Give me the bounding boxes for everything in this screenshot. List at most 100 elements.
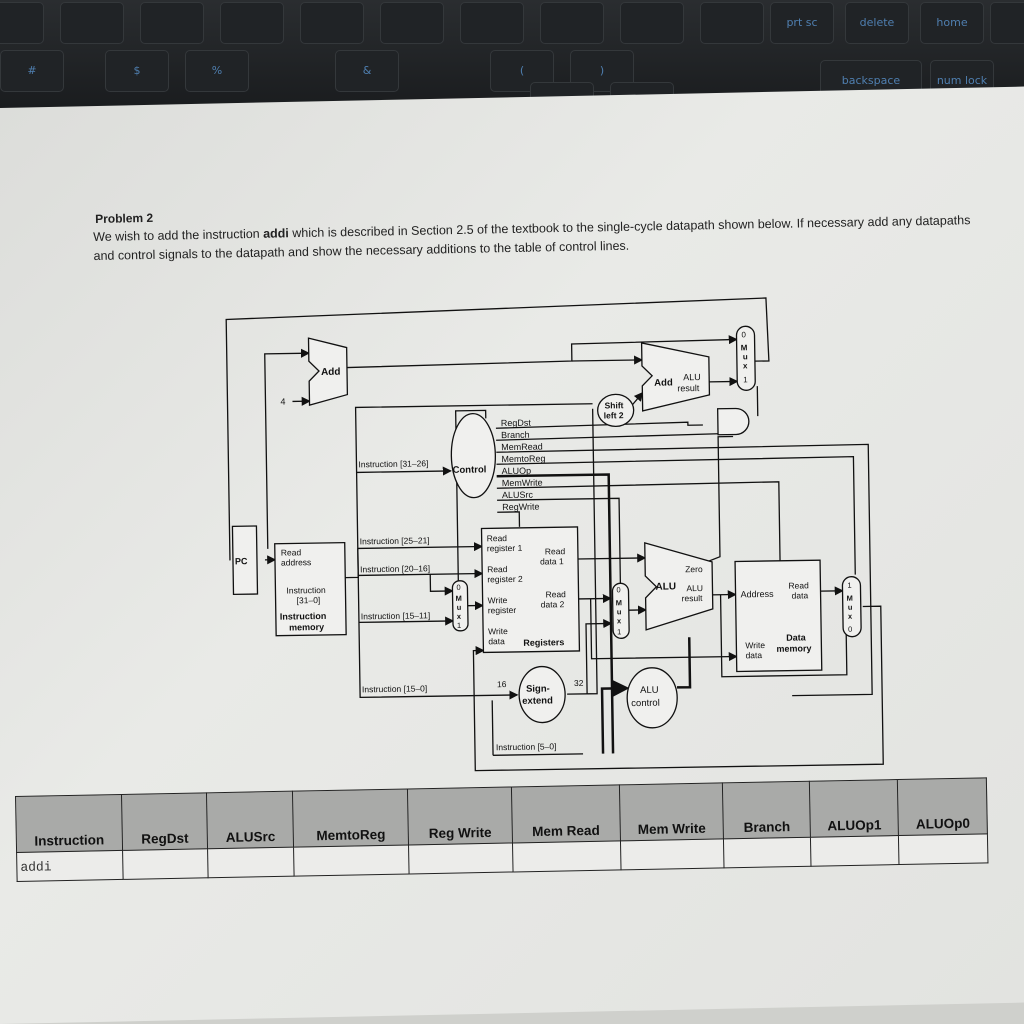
pc-mux-shape [735,325,756,391]
pc-register-label: PC [235,556,248,566]
pc-branch-wire [225,297,770,561]
dmem-read-label: Read [788,580,809,590]
dmem-write-data-label: data [745,650,762,660]
reg-read-data1-label-a: Read [545,546,566,556]
main-alu-shape [644,542,714,631]
reg-read-data1-label-b: data 1 [540,556,564,566]
funct-to-alucontrol-wire [493,753,584,756]
alusrc-mux-u-label: u [617,607,622,616]
regdst-mux-m-label: M [456,594,462,603]
memtoreg-mux-shape [841,576,862,638]
pcplus4-to-adder-wire [571,355,644,365]
reg-read-data2-label-a: Read [545,589,566,599]
cell-regdst[interactable] [122,848,209,880]
control-regwrite-line [497,511,521,527]
instr-15-0-label: Instruction [15–0] [362,683,427,694]
control-signal-regdst: RegDst [501,418,532,428]
registers-title: Registers [523,637,564,648]
control-alusrc-line [497,497,622,584]
cell-instruction: addi [16,850,124,882]
shift-left-label-2: left 2 [604,410,624,420]
cell-memtoreg[interactable] [293,844,410,877]
zero-to-and-wire [679,435,734,573]
header-aluop1: ALUOp1 [809,779,899,838]
regdst-mux-u-label: u [457,603,462,612]
control-signal-memwrite: MemWrite [502,478,543,489]
signext-to-shift-wire [567,408,598,695]
sign-extend-label-2: extend [522,695,553,706]
branch-adder-alu-label: ALU [683,372,701,382]
cell-alusrc[interactable] [207,847,295,878]
branch-and-gate [716,407,750,436]
imem-read-label: Read [281,547,302,557]
rt-to-mux-wire [429,574,454,596]
reg-read-reg1-label-a: Read [487,533,508,543]
memtoreg-mux-u-label: u [848,603,853,612]
imm-to-signext-wire [357,548,519,700]
control-regdst-line [495,421,703,429]
memtoreg-mux-1-label: 1 [847,581,851,590]
branch-adder-shape [640,342,711,412]
alusrc-mux-m-label: M [616,598,622,607]
memtoreg-mux-x-label: x [848,612,853,621]
alu-result-label-a: ALU [686,583,703,593]
keyboard-key-percent: % [185,50,249,92]
alusrc-mux-1-label: 1 [617,627,621,636]
keyboard-key [620,2,684,44]
cell-memread[interactable] [512,840,621,872]
control-regdst-to-mux [454,409,487,591]
shift-left-label-1: Shift [605,400,624,410]
keyboard-key-hash: # [0,50,64,92]
pc-register-shape [231,525,259,596]
cell-aluop0[interactable] [898,833,988,865]
pc-to-add-wire [264,348,311,549]
branch-adder-label: Add [654,377,673,388]
cell-regwrite[interactable] [408,842,513,874]
instr-5-0-label: Instruction [5–0] [496,741,557,752]
instruction-memory-shape [274,541,347,637]
regdst-mux-x-label: x [457,612,462,621]
reg-write-data-label-a: Write [488,626,508,636]
control-aluop-line [496,473,615,754]
keyboard-key [700,2,764,44]
cell-branch[interactable] [723,837,812,868]
header-regdst: RegDst [121,792,208,851]
add-to-mux-wire [346,335,738,369]
keyboard-key-prtsc: prt sc [770,2,834,44]
regdst-mux-shape [451,580,469,632]
imem-bits-label: [31–0] [297,595,321,605]
reg-read-data2-label-b: data 2 [541,599,565,609]
memtoreg-mux-0-label: 0 [848,625,852,634]
signext-to-mux-wire [585,619,613,694]
reg-read-reg1-label-b: register 1 [487,543,523,554]
keyboard-key [140,2,204,44]
header-aluop0: ALUOp0 [897,777,988,836]
header-regwrite: Reg Write [407,786,513,845]
dmem-address-label: Address [740,589,774,600]
control-memread-line [496,443,873,697]
keyboard-key-dollar: $ [105,50,169,92]
branch-adder-result-label: result [677,383,700,393]
sign-extend-label-1: Sign- [526,683,550,694]
pc-mux-m-label: M [741,343,748,352]
pc-mux-0-label: 0 [741,330,746,339]
data-memory-shape [734,559,823,673]
reg-read-reg2-label-b: register 2 [487,574,523,585]
keyboard-key-home: home [920,2,984,44]
alu-zero-label: Zero [685,564,703,574]
dmem-title-2: memory [776,643,811,654]
cell-memwrite[interactable] [620,838,725,870]
header-instruction: Instruction [15,794,123,853]
alu-control-label-1: ALU [640,685,659,696]
keyboard-key-delete: delete [845,2,909,44]
control-signal-alusrc: ALUSrc [502,490,534,500]
constant-four-label: 4 [280,397,285,407]
alucontrol-to-alu-wire [677,637,692,689]
imem-instruction-label: Instruction [286,585,326,596]
header-branch: Branch [722,781,811,839]
cell-aluop1[interactable] [810,835,900,867]
reg-read-reg2-label-a: Read [487,564,508,574]
keyboard-key [300,2,364,44]
instr-bus-wire [345,403,593,579]
instr-31-26-label: Instruction [31–26] [358,458,428,469]
